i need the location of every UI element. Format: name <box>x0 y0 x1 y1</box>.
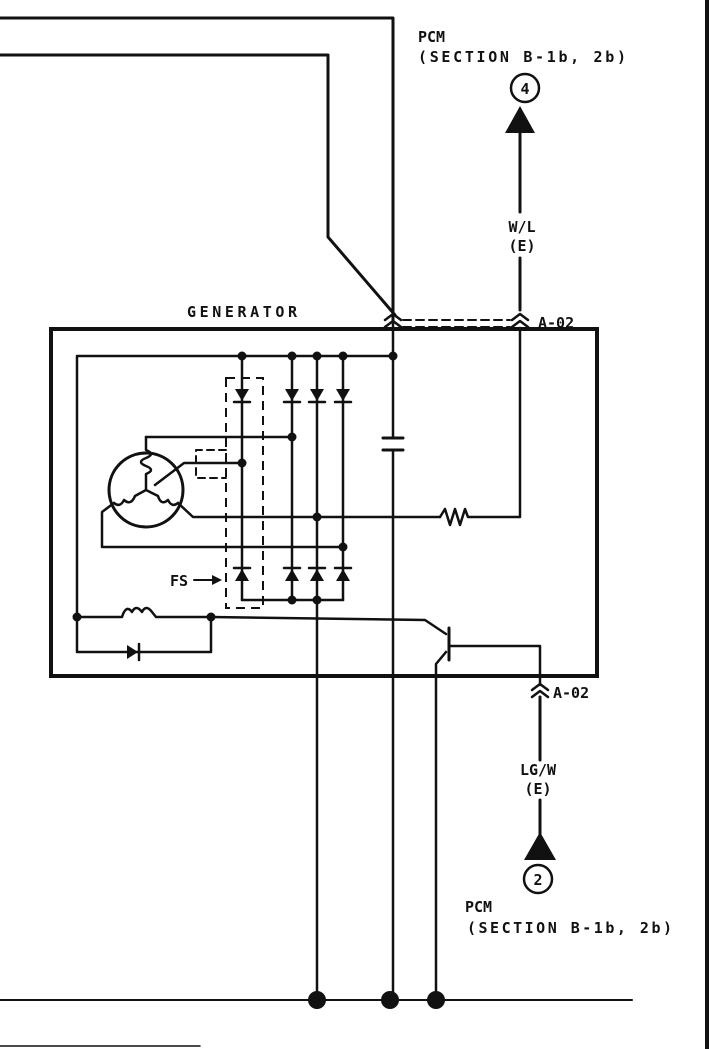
stator-lead-d <box>100 501 345 549</box>
stator-circle <box>107 451 185 529</box>
wire-top-code-label: (E) <box>508 237 535 255</box>
junction-dots <box>72 351 398 622</box>
wire-bottom-color-label: LG/W <box>520 761 557 779</box>
pcm-bottom-section: (SECTION B-1b, 2b) <box>467 919 672 937</box>
transistor-to-lgw <box>447 644 542 687</box>
field-diode <box>127 645 138 659</box>
field-diode-loop <box>75 615 213 654</box>
pcm-bottom-label: PCM <box>465 898 492 916</box>
connector-mark-bottom <box>530 682 550 699</box>
ground-junction-2 <box>381 991 399 1009</box>
stator-winding-left <box>112 488 148 507</box>
pcm-top-section: (SECTION B-1b, 2b) <box>418 48 626 66</box>
wire-bottom-code-label: (E) <box>524 780 551 798</box>
connector-4-number: 4 <box>520 80 529 98</box>
transistor-collector-line <box>209 615 448 636</box>
generator-box <box>49 327 599 678</box>
pcm-top-label: PCM <box>418 28 445 46</box>
wire-top-color-label: W/L <box>508 218 535 236</box>
wire-top-2 <box>0 53 397 317</box>
arrow-up-from-pcm-2 <box>524 832 556 860</box>
transistor-emitter <box>434 650 448 1002</box>
connector-2-number: 2 <box>533 871 542 889</box>
stator-lead-c <box>176 501 442 519</box>
fs-arrow-head <box>212 575 222 585</box>
connector-bottom-label: A-02 <box>553 684 589 702</box>
resistor <box>438 326 522 527</box>
connector-4-circle <box>509 72 541 104</box>
stator-winding-right <box>144 488 180 507</box>
lower-diodes <box>232 566 353 581</box>
fs-dashed-box <box>225 377 264 609</box>
fs-label: FS <box>170 572 188 590</box>
connector-mark-right <box>510 312 530 329</box>
ground-junction-3 <box>427 991 445 1009</box>
ground-junction-1 <box>308 991 326 1009</box>
generator-label: GENERATOR <box>187 303 298 321</box>
wire-top-1 <box>0 16 395 322</box>
arrow-up-to-pcm-4 <box>505 106 535 133</box>
stator-lead-b <box>153 461 244 487</box>
stator-winding-top <box>139 435 153 492</box>
upper-diodes <box>232 389 353 404</box>
connector-2-circle <box>522 863 554 895</box>
field-coil <box>75 606 213 619</box>
